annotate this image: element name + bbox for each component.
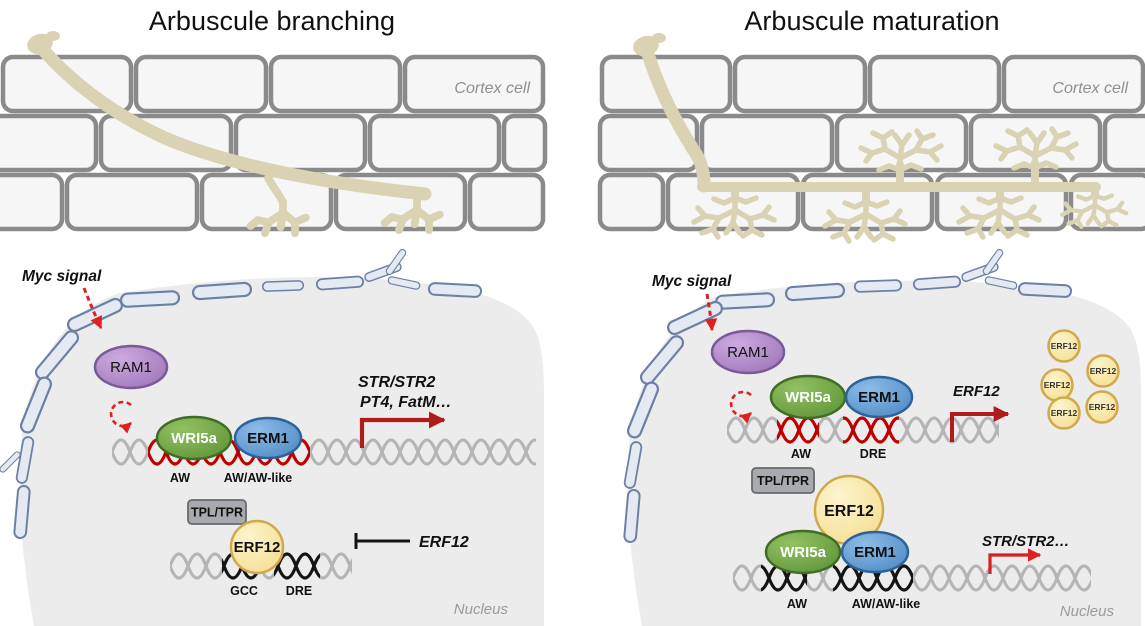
erm1-ellipse xyxy=(840,530,910,574)
spore-icon xyxy=(46,31,60,41)
transcription-arrow-small xyxy=(988,548,1042,574)
ram1-ellipse xyxy=(710,329,786,375)
cortex-cell-brick xyxy=(0,172,65,232)
cortex-cell-label-right: Cortex cell xyxy=(1052,80,1128,97)
ram1-label: RAM1 xyxy=(727,344,769,361)
cortex-cell-brick xyxy=(867,54,1002,114)
nucleus-label-left: Nucleus xyxy=(454,601,509,618)
myc-signal-arrow xyxy=(704,293,718,332)
cortex-cell-brick xyxy=(0,113,99,173)
membrane-fragment xyxy=(191,281,253,301)
membrane-fragment xyxy=(912,275,962,291)
activated-genes-line1: STR/STR2 xyxy=(358,374,435,391)
erf12-label: ERF12 xyxy=(1090,366,1117,376)
repressed-gene-label: ERF12 xyxy=(419,534,469,551)
dre-site-label: DRE xyxy=(860,447,886,461)
cortex-cell-brick xyxy=(597,172,666,232)
membrane-fragment xyxy=(784,282,846,302)
transcription-arrow xyxy=(950,406,1010,442)
wri5a-label: WRI5a xyxy=(171,430,218,447)
cortex-cell-brick xyxy=(1102,113,1145,173)
myc-signal-label-right: Myc signal xyxy=(652,273,732,290)
erf12-label: ERF12 xyxy=(1089,402,1116,412)
feedback-loop-arrow xyxy=(729,390,752,424)
activated-gene-top-label: ERF12 xyxy=(953,383,1000,400)
tpl-tpr-box xyxy=(751,467,815,494)
activated-genes-bottom-label: STR/STR2… xyxy=(982,533,1070,550)
membrane-fragment xyxy=(315,275,365,291)
erm1-label: ERM1 xyxy=(247,430,289,447)
membrane-fragment xyxy=(119,289,181,309)
ram1-ellipse xyxy=(93,344,169,390)
activated-genes-line2: PT4, FatM… xyxy=(360,394,452,411)
aw-site-label: AW xyxy=(791,447,811,461)
erf12-label: ERF12 xyxy=(1044,380,1071,390)
dre-site-label: DRE xyxy=(286,584,312,598)
aw-site-label: AW xyxy=(787,597,807,611)
erf12-circle xyxy=(1047,396,1081,430)
membrane-fragment xyxy=(427,281,483,299)
wri5a-ellipse xyxy=(764,529,842,575)
erf12-label: ERF12 xyxy=(234,539,281,556)
erf12-label: ERF12 xyxy=(1051,341,1078,351)
erm1-label: ERM1 xyxy=(858,389,900,406)
cortex-cell-brick xyxy=(699,113,835,173)
membrane-fragment xyxy=(1017,281,1073,299)
cortex-cell-label-left: Cortex cell xyxy=(454,80,530,97)
cortex-cell-brick xyxy=(597,113,700,173)
membrane-fragment xyxy=(853,279,903,293)
repression-symbol xyxy=(354,533,410,549)
membrane-fragment xyxy=(714,291,776,311)
fungal-hypha-right xyxy=(633,33,1126,241)
spore-icon xyxy=(652,33,666,43)
tpl-tpr-label: TPL/TPR xyxy=(757,474,809,488)
cortex-cell-brick xyxy=(133,54,269,114)
feedback-loop-arrow xyxy=(109,400,132,434)
panel-title-branching: Arbuscule branching xyxy=(149,6,395,36)
tpl-tpr-label: TPL/TPR xyxy=(191,506,243,520)
fungal-hypha-left xyxy=(27,31,440,233)
cortex-cell-brick xyxy=(64,172,200,232)
cortex-cell-brick xyxy=(467,172,546,232)
cortex-cell-brick xyxy=(268,54,403,114)
wri5a-label: WRI5a xyxy=(780,544,827,561)
cortex-wall-left xyxy=(0,54,548,232)
wri5a-ellipse xyxy=(155,415,233,461)
cortex-cell-brick xyxy=(367,113,502,173)
myc-signal-arrow xyxy=(82,287,103,330)
panel-title-maturation: Arbuscule maturation xyxy=(744,6,999,36)
ram1-label: RAM1 xyxy=(110,359,152,376)
erf12-label: ERF12 xyxy=(824,503,874,520)
erm1-ellipse xyxy=(844,375,914,419)
erm1-ellipse xyxy=(233,416,303,460)
myc-signal-label-left: Myc signal xyxy=(22,268,102,285)
gcc-site-label: GCC xyxy=(230,584,258,598)
nucleus-label-right: Nucleus xyxy=(1060,603,1115,620)
tpl-tpr-box xyxy=(187,499,247,525)
erf12-circle xyxy=(1086,354,1120,388)
transcription-arrow xyxy=(359,411,446,448)
cortex-cell-brick xyxy=(402,54,546,114)
erf12-circle xyxy=(1047,329,1081,363)
erf12-circle xyxy=(1085,390,1119,424)
erf12-protein-pool: ERF12 ERF12 ERF12 ERF12 ERF12 xyxy=(1040,329,1120,430)
erm1-label: ERM1 xyxy=(854,544,896,561)
cortex-cell-brick xyxy=(501,113,548,173)
aw-site-label: AW xyxy=(170,471,190,485)
membrane-fragment xyxy=(261,279,305,293)
aw-like-site-label: AW/AW-like xyxy=(852,597,921,611)
wri5a-label: WRI5a xyxy=(785,389,832,406)
cortex-cell-brick xyxy=(1001,54,1145,114)
erf12-circle xyxy=(229,519,285,575)
erf12-label: ERF12 xyxy=(1051,408,1078,418)
aw-like-site-label: AW/AW-like xyxy=(224,471,293,485)
cortex-cell-brick xyxy=(732,54,868,114)
